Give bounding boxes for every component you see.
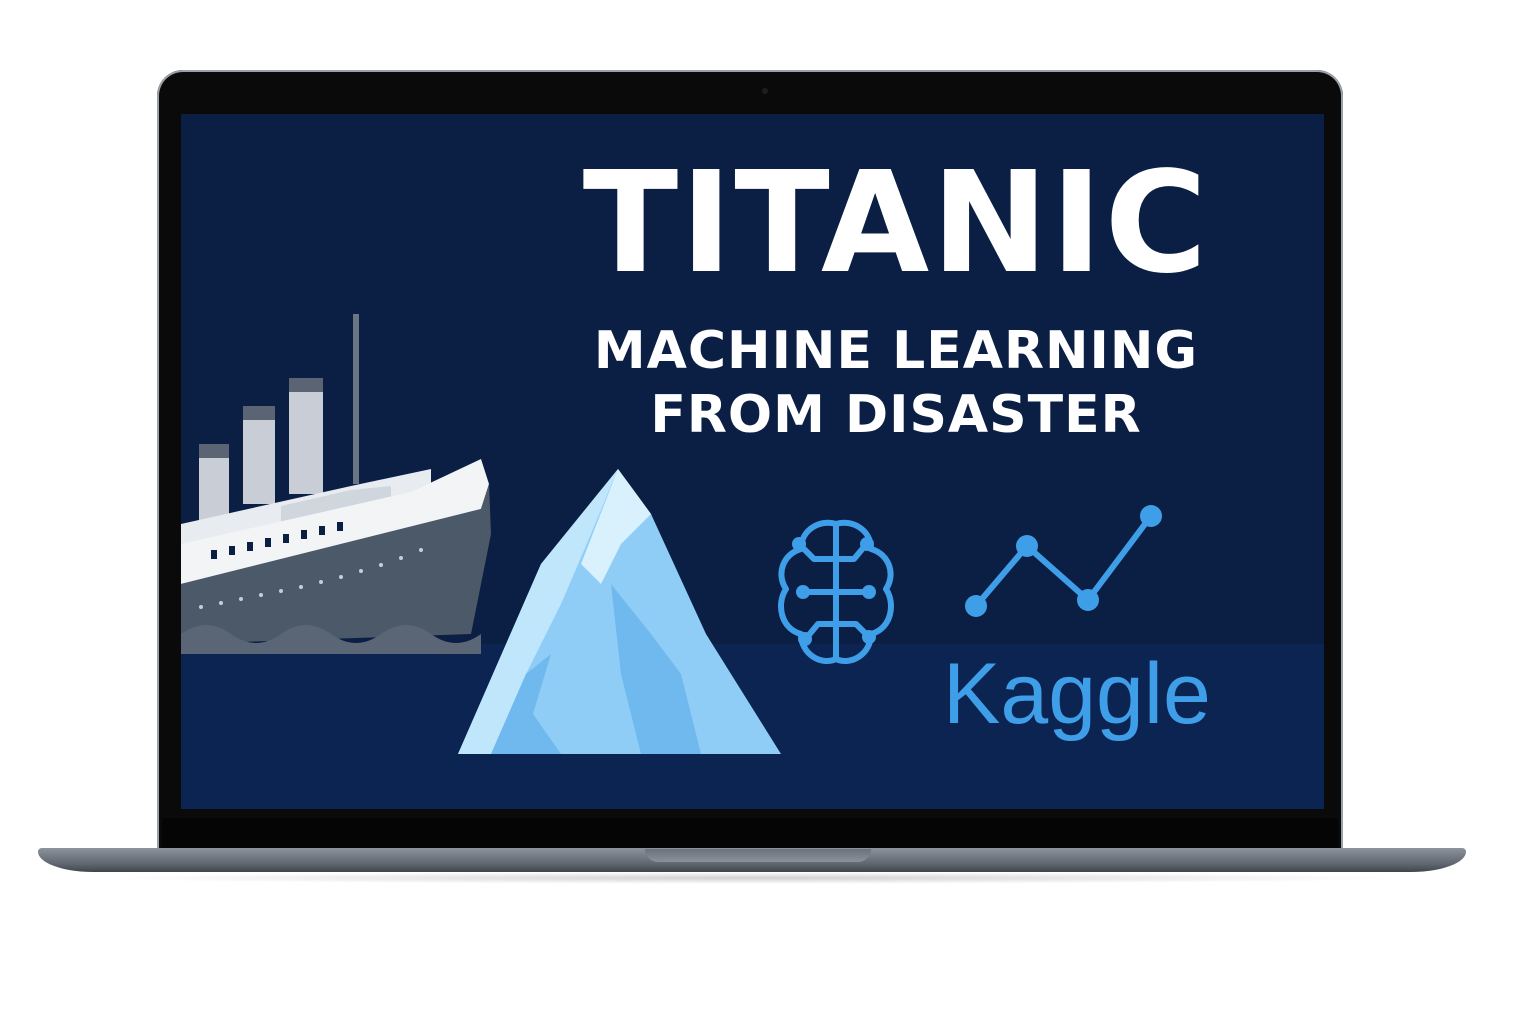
ship-icon [181, 314, 491, 654]
page-title: TITANIC [582, 142, 1210, 305]
laptop-screen: TITANIC MACHINE LEARNING FROM DISASTER K… [181, 114, 1324, 809]
base-shadow [90, 872, 1420, 884]
kaggle-logo-text: Kaggle [943, 646, 1211, 742]
subtitle-line-2: FROM DISASTER [650, 385, 1142, 445]
webcam [762, 88, 768, 94]
brain-circuit-icon [778, 519, 894, 664]
line-chart-icon [965, 505, 1162, 617]
screen-artwork [181, 314, 1324, 809]
iceberg-icon [458, 469, 781, 754]
lid-opening-notch [645, 849, 871, 862]
subtitle-line-1: MACHINE LEARNING [593, 321, 1199, 381]
subtitle: MACHINE LEARNING FROM DISASTER [551, 319, 1241, 447]
bottom-bezel [162, 818, 1338, 852]
